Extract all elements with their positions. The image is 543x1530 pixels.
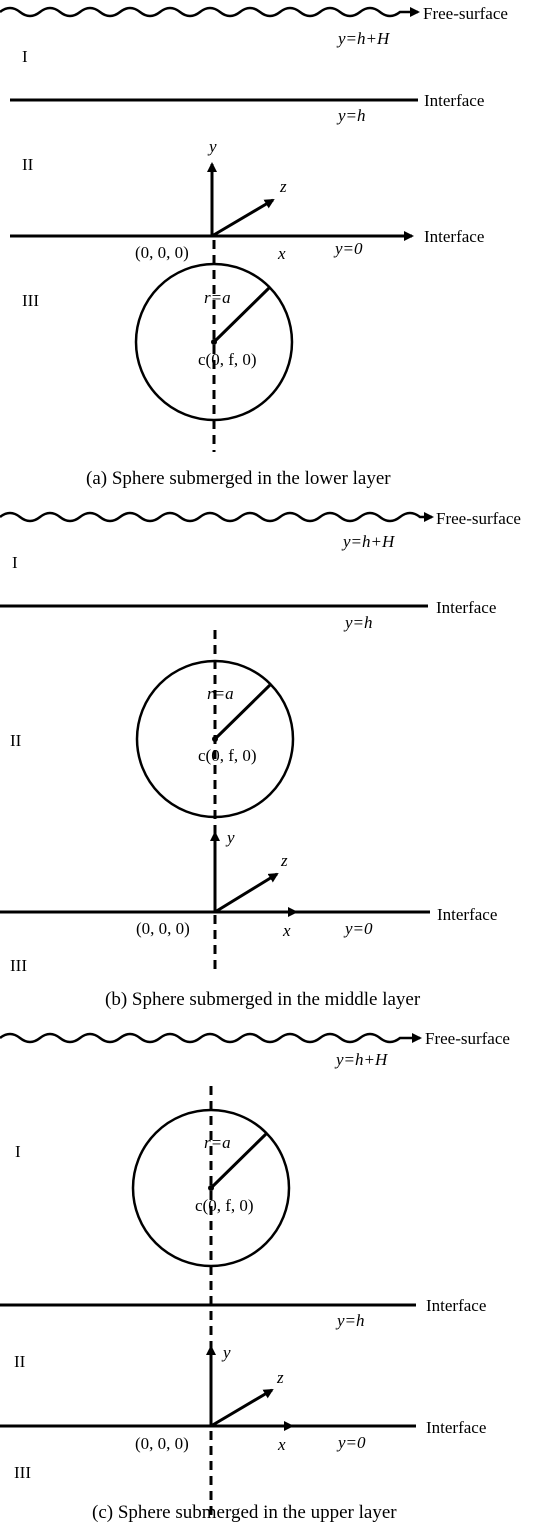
panel-a: Free-surface y=h+H I Interface y=h II y …	[0, 4, 508, 489]
free-surface-arrowhead	[424, 512, 434, 522]
z-axis-label: z	[279, 177, 287, 196]
interface-h-label: y=h	[343, 613, 373, 632]
layer-3-label: III	[22, 291, 39, 310]
y-axis-label: y	[225, 828, 235, 847]
free-surface-wave	[0, 1032, 420, 1044]
x-axis-label: x	[277, 1435, 286, 1454]
top-level-label: y=h+H	[341, 532, 396, 551]
radius-label: r=a	[204, 288, 231, 307]
panel-b: Free-surface y=h+H I Interface y=h II r=…	[0, 509, 521, 1010]
radius-label: r=a	[207, 684, 234, 703]
lower-interface-label: Interface	[424, 227, 484, 246]
z-axis	[210, 1388, 274, 1428]
upper-interface-label: Interface	[424, 91, 484, 110]
layer-2-label: II	[22, 155, 34, 174]
free-surface-wave	[0, 511, 432, 523]
free-surface-arrowhead	[410, 7, 420, 17]
free-surface-label: Free-surface	[423, 4, 508, 23]
lower-interface-label: Interface	[437, 905, 497, 924]
layer-3-label: III	[10, 956, 27, 975]
z-axis-label: z	[276, 1368, 284, 1387]
y-axis-label: y	[207, 137, 217, 156]
caption: (b) Sphere submerged in the middle layer	[105, 989, 421, 1010]
x-axis-label: x	[277, 244, 286, 263]
top-level-label: y=h+H	[334, 1050, 389, 1069]
sphere-center-dot	[211, 339, 217, 345]
upper-interface-label: Interface	[426, 1296, 486, 1315]
sphere-radius-line	[213, 682, 273, 741]
center-label: c(0, f, 0)	[198, 746, 257, 765]
y-axis-label: y	[221, 1343, 231, 1362]
layer-1-label: I	[12, 553, 18, 572]
origin-label: (0, 0, 0)	[135, 243, 189, 262]
sphere-center-dot	[212, 736, 218, 742]
sphere	[131, 1108, 291, 1268]
panel-c: Free-surface y=h+H I r=a c(0, f, 0) Inte…	[0, 1029, 510, 1523]
layer-1-label: I	[22, 47, 28, 66]
caption: (a) Sphere submerged in the lower layer	[86, 468, 391, 489]
layer-2-label: II	[10, 731, 22, 750]
center-label: c(0, f, 0)	[198, 350, 257, 369]
x-axis-label: x	[282, 921, 291, 940]
origin-label: (0, 0, 0)	[135, 1434, 189, 1453]
sphere	[135, 659, 295, 819]
sphere-center-dot	[208, 1185, 214, 1191]
free-surface-label: Free-surface	[436, 509, 521, 528]
interface-h-label: y=h	[335, 1311, 365, 1330]
interface-zero-label: y=0	[336, 1433, 366, 1452]
interface-h-label: y=h	[336, 106, 366, 125]
free-surface-wave	[0, 6, 418, 18]
radius-label: r=a	[204, 1133, 231, 1152]
center-label: c(0, f, 0)	[195, 1196, 254, 1215]
lower-interface-label: Interface	[426, 1418, 486, 1437]
layer-2-label: II	[14, 1352, 26, 1371]
layer-1-label: I	[15, 1142, 21, 1161]
caption: (c) Sphere submerged in the upper layer	[92, 1502, 397, 1523]
z-axis	[214, 872, 279, 914]
sphere	[134, 262, 294, 422]
top-level-label: y=h+H	[336, 29, 391, 48]
sphere-radius-line	[212, 286, 271, 344]
sphere-radius-line	[209, 1132, 268, 1190]
origin-label: (0, 0, 0)	[136, 919, 190, 938]
interface-zero-label: y=0	[343, 919, 373, 938]
interface-zero-label: y=0	[333, 239, 363, 258]
z-axis-label: z	[280, 851, 288, 870]
z-axis	[211, 198, 275, 238]
upper-interface-label: Interface	[436, 598, 496, 617]
layer-3-label: III	[14, 1463, 31, 1482]
free-surface-label: Free-surface	[425, 1029, 510, 1048]
free-surface-arrowhead	[412, 1033, 422, 1043]
